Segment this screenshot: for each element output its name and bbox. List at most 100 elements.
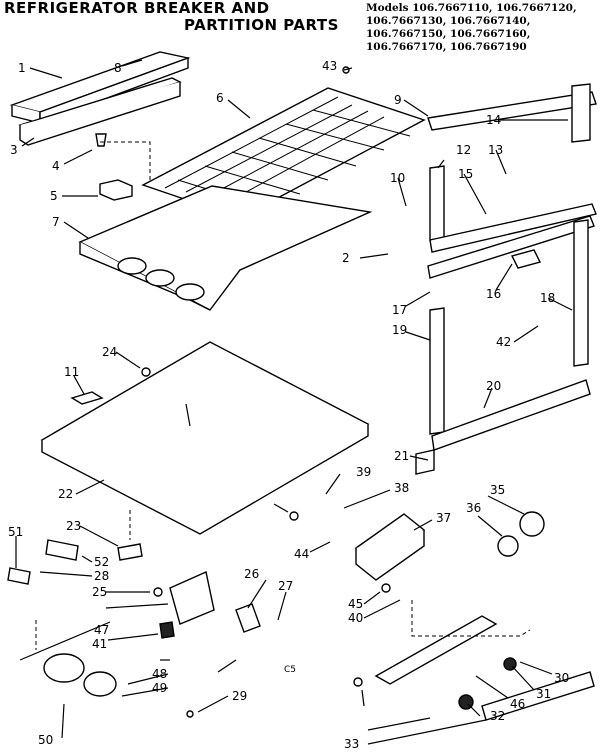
callout-27: 27 [278,579,293,593]
part-20-rail [431,379,591,451]
callout-22: 22 [58,487,73,501]
callout-33: 33 [344,737,359,751]
callout-25: 25 [92,585,107,599]
part-3-body [19,82,181,146]
model-line-3: 106.7667150, 106.7667160, [366,28,531,40]
callout-21: 21 [394,449,409,463]
part-7-slot-3 [175,283,205,301]
callout-1: 1 [18,61,26,75]
part-33-lens [481,671,595,721]
callout-43: 43 [322,59,337,73]
callout-29: 29 [232,689,247,703]
part-7-breaker [78,185,373,311]
callout-12: 12 [456,143,471,157]
part-14-post [571,83,591,143]
model-list: Models 106.7667110, 106.7667120, 106.766… [366,2,577,54]
part-4-fastener [95,133,107,147]
callout-37: 37 [436,511,451,525]
part-18-post [573,219,589,367]
callout-23: 23 [66,519,81,533]
part-drawings [7,51,597,721]
callout-17: 17 [392,303,407,317]
callout-24-upper: 24 [102,345,117,359]
part-24-grommet-b [141,367,151,377]
callout-28-left: 28 [94,569,109,583]
part-51-clip [7,567,31,585]
part-16-clip [510,249,542,269]
part-48-housing [83,671,117,697]
callout-48: 48 [152,667,167,681]
part-45-fastener [381,583,391,593]
part-36-bulb [497,535,519,557]
callout-49: 49 [152,681,167,695]
callout-40: 40 [348,611,363,625]
model-line-2: 106.7667130, 106.7667140, [366,15,531,27]
callout-4: 4 [52,159,60,173]
callout-20: 20 [486,379,501,393]
part-21-corner [415,449,435,475]
callout-c5: C5 [284,665,296,675]
title-line-2: PARTITION PARTS [184,16,339,34]
callout-35: 35 [490,483,505,497]
callout-38: 38 [394,481,409,495]
part-7-slot-2 [145,269,175,287]
model-line-1: Models 106.7667110, 106.7667120, [366,2,577,14]
part-29-screw [186,710,194,718]
part-26-switch [235,603,261,633]
callout-11: 11 [64,365,79,379]
part-6-grid [164,96,411,209]
part-23-piece [117,543,143,561]
callout-9: 9 [394,93,402,107]
callout-44: 44 [294,547,309,561]
part-47-housing [43,653,85,683]
assembly-line-c [411,600,531,637]
callout-14: 14 [486,113,501,127]
callout-3: 3 [10,143,18,157]
part-52-plate [45,539,79,561]
callout-50: 50 [38,733,53,747]
part-11-piece [70,391,104,405]
assembly-line-a [100,141,151,180]
callout-31: 31 [536,687,551,701]
callout-26: 26 [244,567,259,581]
title-line-1: REFRIGERATOR BREAKER AND [4,0,270,17]
part-25-bracket [169,571,215,625]
callout-32: 32 [490,709,505,723]
part-30-cover [374,615,498,685]
callout-45: 45 [348,597,363,611]
callout-41: 41 [92,637,107,651]
callout-6: 6 [216,91,224,105]
part-19-post [429,307,445,435]
part-15-rail [429,203,597,253]
callout-39: 39 [356,465,371,479]
callout-42: 42 [496,335,511,349]
part-5-block [99,179,133,201]
callout-8-top: 8 [114,61,122,75]
leader-lines [15,59,573,745]
callout-51: 51 [8,525,23,539]
callout-19: 19 [392,323,407,337]
callout-13: 13 [488,143,503,157]
part-7-slot-1 [117,257,147,275]
callout-30: 30 [554,671,569,685]
callout-15: 15 [458,167,473,181]
part-22-rim [41,424,369,535]
callout-46: 46 [510,697,525,711]
callout-10: 10 [390,171,405,185]
callout-52: 52 [94,555,109,569]
callout-5: 5 [50,189,58,203]
callout-16: 16 [486,287,501,301]
callout-18: 18 [540,291,555,305]
part-37-body [355,530,425,581]
part-35-bulb [519,511,545,537]
part-41-knob [159,621,175,639]
part-17-rail [427,215,595,279]
part-12-post [429,165,445,241]
callout-2: 2 [342,251,350,265]
part-9-rail [427,91,597,131]
callout-labels: 1 2 3 4 5 6 7 8 9 10 11 12 13 14 15 16 1… [8,59,569,751]
callout-36: 36 [466,501,481,515]
part-24-grommet-d [353,677,363,687]
diagram-title: REFRIGERATOR BREAKER AND PARTITION PARTS [4,0,339,34]
